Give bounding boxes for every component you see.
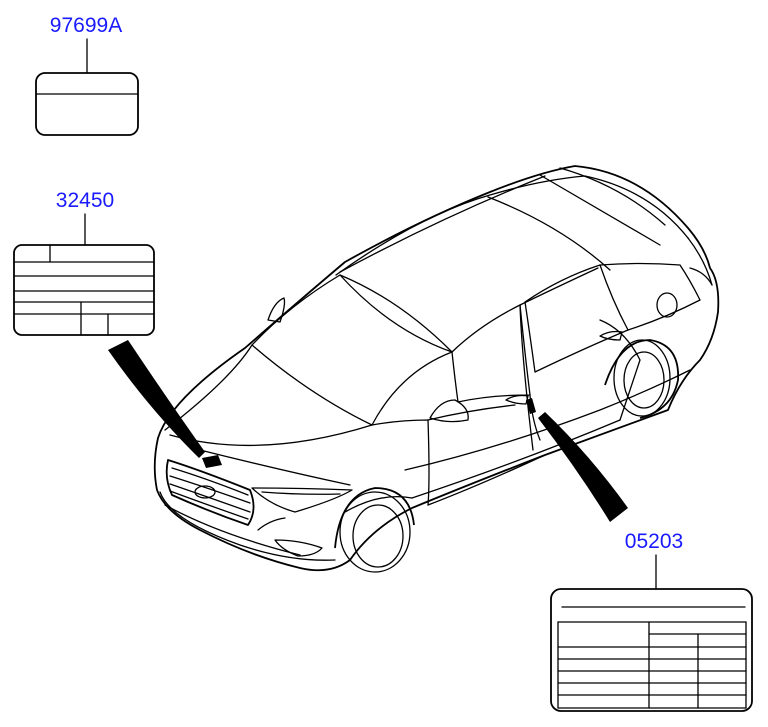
front-side-window (451, 304, 531, 403)
front-grille (165, 459, 255, 526)
pointer-arrow (108, 340, 205, 458)
rear-wheel (604, 339, 679, 419)
label-97699a-icon (35, 72, 139, 136)
antenna (267, 297, 286, 323)
label-location-marker (202, 455, 222, 468)
callout-number-97699a[interactable]: 97699A (50, 14, 122, 37)
pointer-arrow (538, 412, 628, 522)
headlight (251, 487, 353, 513)
rear-door-handle (599, 330, 623, 341)
label-05203-icon (550, 588, 753, 712)
callout-32450: 32450 (13, 189, 222, 468)
fuel-door (656, 292, 678, 318)
front-door-handle (505, 394, 529, 405)
car-body-outline (153, 165, 720, 572)
callout-97699a: 97699A (35, 14, 139, 136)
callout-05203: 05203 (526, 398, 753, 712)
car-illustration (153, 165, 720, 573)
front-wheel (334, 487, 415, 573)
callout-number-05203[interactable]: 05203 (625, 530, 683, 553)
side-mirror (429, 399, 469, 423)
label-32450-icon (13, 244, 155, 336)
windshield (251, 274, 453, 426)
fog-lamp (274, 539, 323, 557)
brand-logo-icon (194, 485, 216, 499)
callout-number-32450[interactable]: 32450 (56, 189, 114, 212)
rear-side-window (524, 264, 629, 373)
